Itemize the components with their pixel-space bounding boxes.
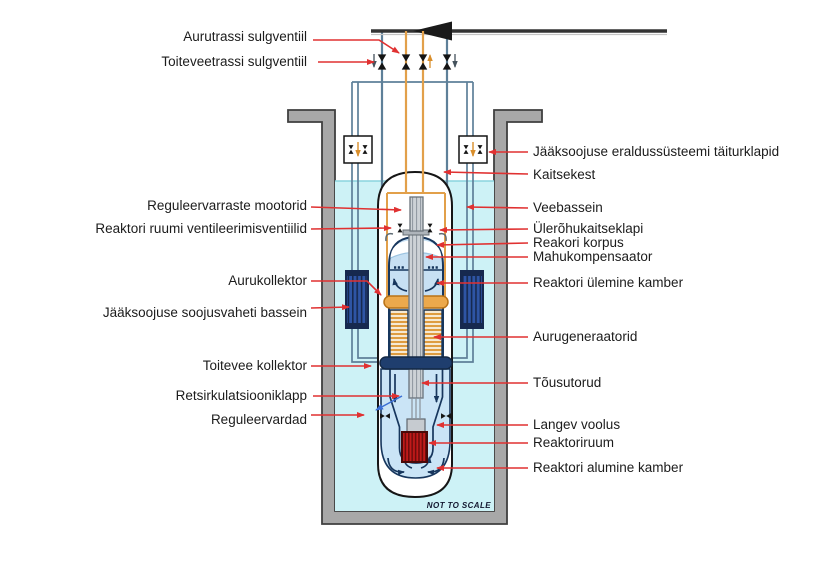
leader-steam-line-valve [313,39,400,54]
upper-plenum-flow-arrow [392,278,408,292]
flow-direction-arrow-icon [413,21,452,41]
label-water-pool: Veebassein [533,200,603,215]
not-to-scale-note: NOT TO SCALE [427,501,491,510]
rhr-piping [351,81,474,363]
leader-relief-valve [439,226,529,233]
rhr-right-pipes [466,82,474,271]
label-reactor-core: Reaktoriruum [533,435,615,450]
leader-water-pool [466,204,529,211]
control-rod-drive-column [409,196,424,232]
control-rod-shafts [411,398,421,419]
feedwater-collector-ring [379,356,453,370]
label-steam-collector: Aurukollektor [228,273,307,288]
leader-reactor-vessel [436,241,529,248]
leader-steam-collector [311,280,382,296]
lower-plenum-flow-arrow [387,457,405,476]
rhr-valve-box-left [343,135,373,164]
rhr-left-pipes [351,82,359,271]
rhr-heat-exchanger-left [345,270,369,329]
label-pressurizer: Mahukompensaator [533,249,653,264]
leader-containment [443,169,529,176]
relief-pipe-hook-right [438,232,447,242]
label-downward-flow: Langev voolus [533,417,621,432]
leader-lines [310,39,529,471]
label-reactor-room-vent-valves: Reaktori ruumi ventileerimisventiilid [95,221,307,236]
label-riser-tubes: Tõusutorud [533,375,602,390]
rhr-right-return-pipes [451,328,474,363]
label-feedwater-line-isolation-valve: Toiteveetrassi sulgventiil [161,54,307,69]
core-upper-structure [406,418,426,433]
label-steam-line-isolation-valve: Aurutrassi sulgventiil [183,29,307,44]
relief-pipe-hook-left [385,232,394,242]
rhr-valve-box-right [458,135,488,164]
rhr-left-return-pipes [351,328,379,363]
label-feedwater-collector: Toitevee kollektor [202,358,307,373]
orange-pipe-valves [401,54,433,70]
label-recirculation-valve: Retsirkulatsiooniklapp [175,388,307,403]
leader-rhr-hx [310,304,350,311]
label-rhr-system-actuator-valves: Jääksoojuse eraldussüsteemi täiturklapid [533,144,780,159]
reactor-core [401,431,428,463]
label-rhr-heat-exchanger-pool: Jääksoojuse soojusvaheti bassein [102,305,307,320]
leader-crd-motors [310,206,402,213]
blue-pointer-control-rods [375,395,403,411]
label-reactor-lower-plenum: Reaktori alumine kamber [533,460,684,475]
label-control-rod-drive-motors: Reguleervarraste mootorid [147,198,307,213]
rhr-heat-exchanger-right [460,270,484,329]
steam-header [371,21,667,41]
riser-column [408,233,424,399]
steam-generator-left [389,309,409,359]
label-containment: Kaitsekest [533,167,596,182]
line-isolation-valves [371,54,458,70]
label-reactor-upper-plenum: Reaktori ülemine kamber [533,275,684,290]
label-steam-generators: Aurugeneraatorid [533,329,638,344]
leader-vent-valves [310,225,392,232]
label-overpressure-relief-valve: Ülerõhukaitseklapi [533,221,644,236]
label-control-rods: Reguleervardad [210,412,307,427]
label-reactor-vessel: Reakori korpus [533,235,624,250]
rhr-heat-exchangers [345,270,484,329]
rhr-actuator-valve-boxes [343,135,488,164]
steam-generator-right [423,309,443,359]
reactor-vessel-assembly [379,196,453,479]
